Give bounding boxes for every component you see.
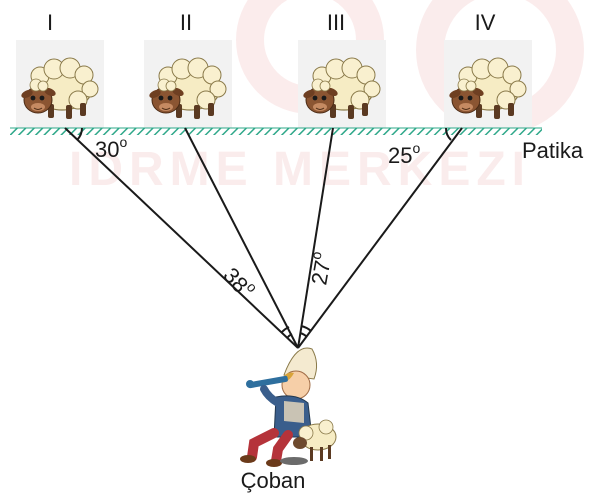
sight-line-3 xyxy=(297,127,334,349)
angle-arc-left-base xyxy=(76,127,83,141)
shepherd-label: Çoban xyxy=(241,468,306,493)
angle-label-sheep3: 27o xyxy=(303,250,336,287)
shepherd-icon xyxy=(240,347,337,467)
angle-label-right-base: 25o xyxy=(388,140,420,168)
sheep-label-4: IV xyxy=(475,10,496,35)
sight-line-1 xyxy=(64,127,299,349)
sheep-icon-2 xyxy=(144,40,232,128)
angle-label-left-base: 30o xyxy=(95,134,127,162)
angle-arc-right-base xyxy=(444,127,452,141)
angle-arc-sheep2 xyxy=(286,333,293,339)
sight-line-4 xyxy=(297,127,463,349)
sheep-label-1: I xyxy=(47,10,53,35)
sight-lines xyxy=(64,127,463,349)
sheep-icon-4 xyxy=(444,40,532,128)
angle-arc-sheep3 xyxy=(299,332,308,338)
angle-arc-sheep2-b xyxy=(281,326,290,333)
sight-line-2 xyxy=(184,127,299,349)
sheep-label-3: III xyxy=(327,10,345,35)
svg-text:IDRME MERKEZI: IDRME MERKEZI xyxy=(69,143,531,196)
angle-label-sheep2: 38o xyxy=(218,261,261,304)
path-label: Patika xyxy=(522,138,584,163)
sheep-label-2: II xyxy=(180,10,192,35)
sheep-icon-1 xyxy=(16,40,104,128)
sheep-icon-3 xyxy=(298,40,386,128)
path-line xyxy=(10,128,542,135)
angle-arc-sheep3-b xyxy=(300,325,312,332)
angle-arcs xyxy=(76,127,452,339)
